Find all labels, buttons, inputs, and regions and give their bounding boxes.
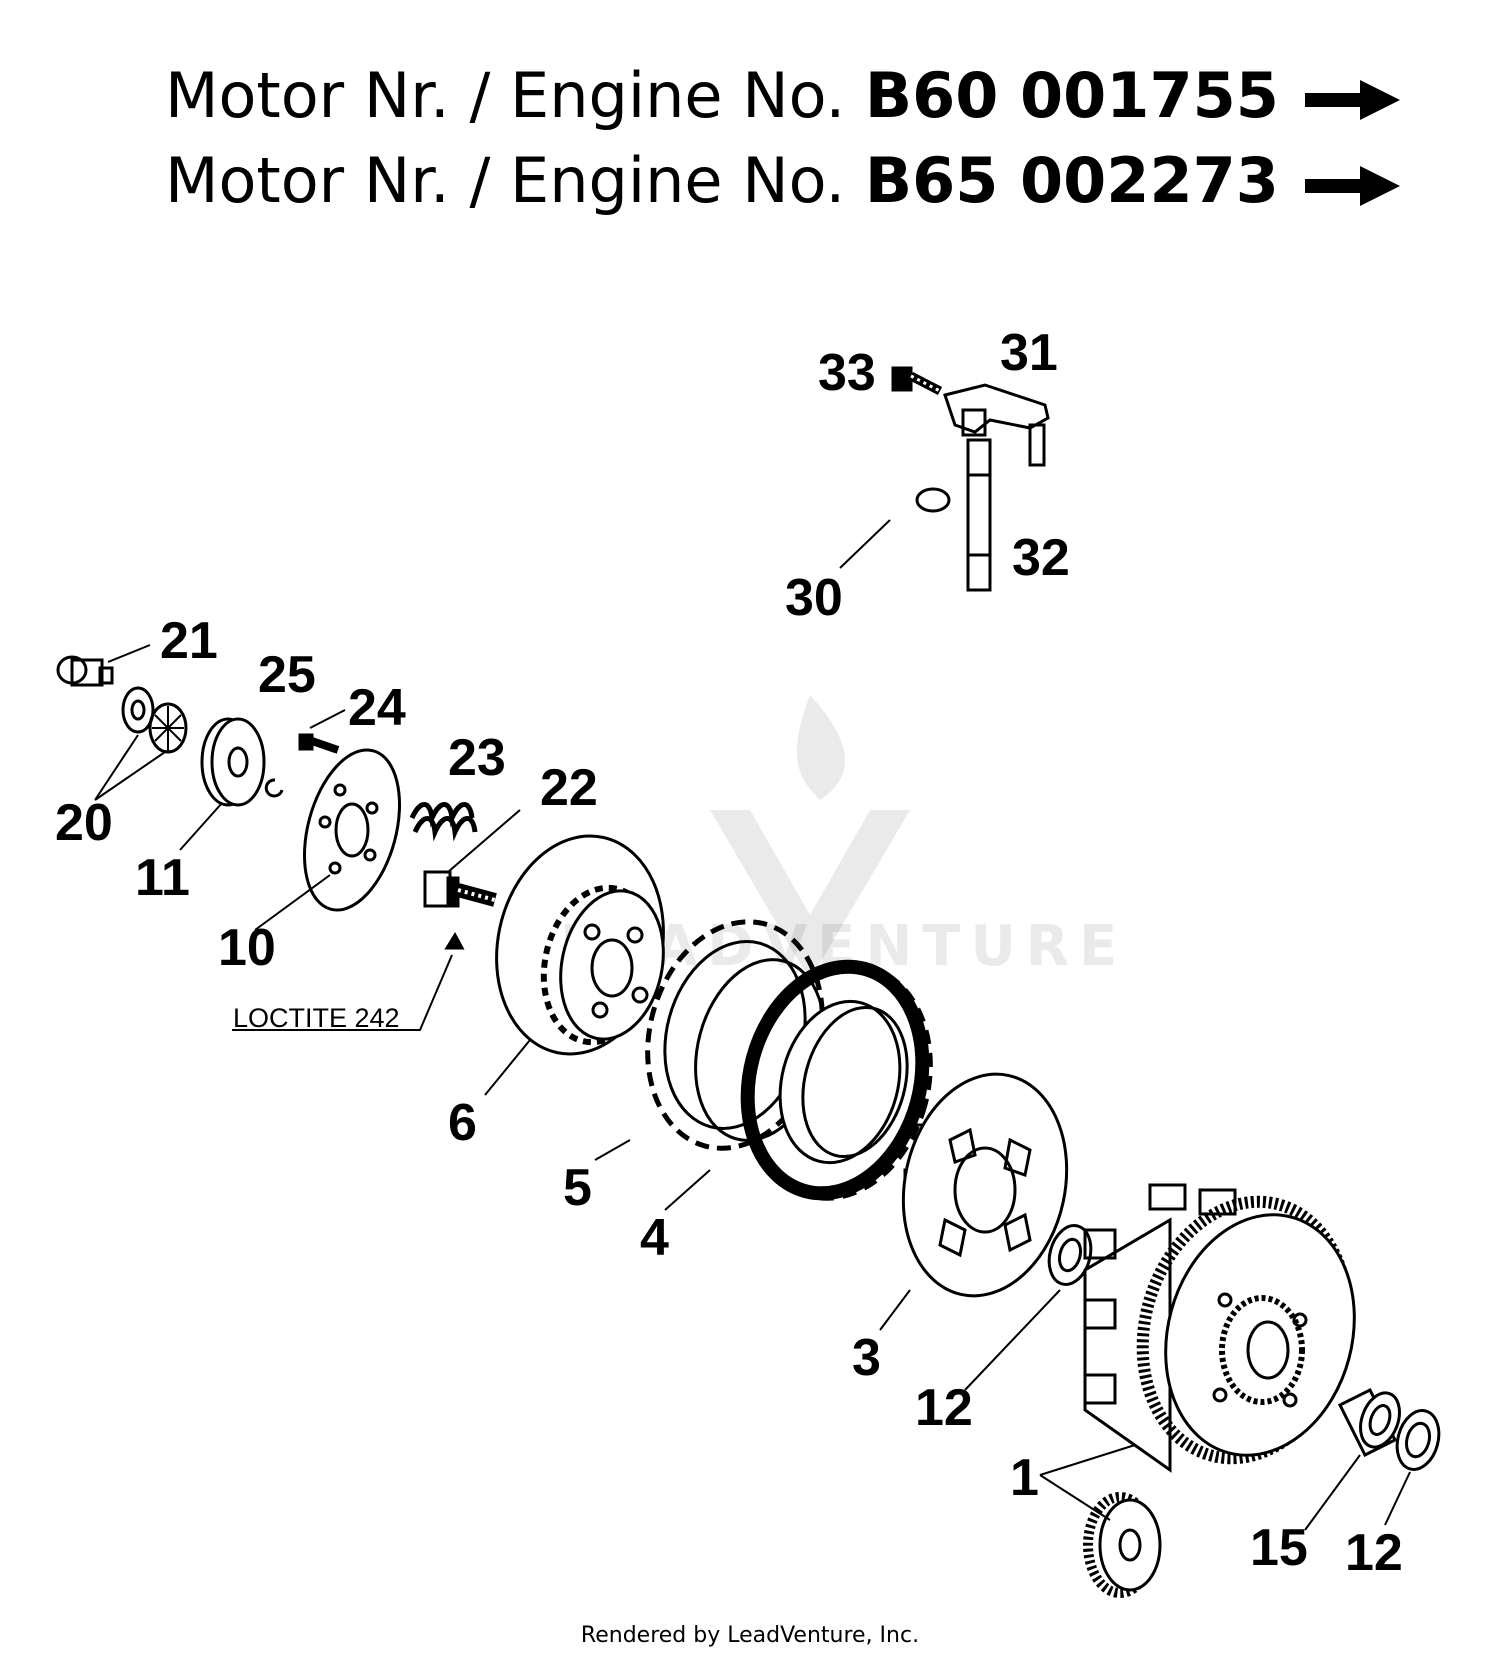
callout-10: 10: [218, 919, 276, 977]
part-31-lever: [943, 383, 1050, 467]
callout-21: 21: [160, 612, 218, 670]
right-arrow-icon: [1305, 80, 1400, 120]
callout-31: 31: [1000, 324, 1058, 382]
part-20-washers: [121, 686, 188, 754]
callout-1: 1: [1010, 1449, 1039, 1507]
callout-4: 4: [640, 1209, 669, 1267]
callout-3: 3: [852, 1329, 881, 1387]
engine-number-value: B65 002273: [864, 144, 1279, 217]
part-10-plate: [302, 748, 402, 912]
callout-11: 11: [135, 849, 190, 907]
callout-12-a: 12: [915, 1379, 973, 1437]
callout-20: 20: [55, 794, 113, 852]
part-22-bolt: [423, 870, 497, 908]
callout-22: 22: [540, 759, 598, 817]
loctite-annotation: LOCTITE 242: [233, 1003, 400, 1033]
part-33-bolt: [891, 366, 943, 395]
part-4-friction-discs: [740, 959, 933, 1201]
callout-6: 6: [448, 1094, 477, 1152]
part-24-bolt: [298, 733, 340, 754]
part-12-washer: [1047, 1224, 1093, 1286]
part-30-washer: [915, 487, 951, 513]
right-arrow-icon: [1305, 166, 1400, 206]
part-3-pressure-plate: [901, 1072, 1069, 1298]
callout-23: 23: [448, 729, 506, 787]
callout-24: 24: [348, 679, 406, 737]
part-15-bushing: [1337, 1387, 1401, 1458]
part-12-washer-b: [1395, 1409, 1441, 1471]
engine-number-line-1: Motor Nr. / Engine No. B60 001755: [165, 60, 1415, 132]
part-11-pressure-disc: [200, 717, 266, 807]
part-25-circlip: [264, 778, 284, 798]
part-32-shaft: [966, 438, 992, 592]
callout-25: 25: [258, 646, 316, 704]
engine-number-line-2: Motor Nr. / Engine No. B65 002273: [165, 145, 1415, 217]
callout-5: 5: [563, 1159, 592, 1217]
footer-credit: Rendered by LeadVenture, Inc.: [580, 1623, 920, 1648]
part-23-springs: [409, 802, 478, 842]
callout-32: 32: [1012, 529, 1070, 587]
part-21-screw: [56, 655, 114, 687]
callout-15: 15: [1250, 1519, 1308, 1577]
leadventure-watermark-logo: [710, 695, 910, 980]
callout-33: 33: [818, 344, 876, 402]
callout-12-b: 12: [1345, 1524, 1403, 1582]
callout-30: 30: [785, 569, 843, 627]
engine-number-prefix: Motor Nr. / Engine No.: [165, 144, 865, 217]
part-6-clutch-hub: [495, 834, 665, 1056]
part-1-clutch-basket: [1083, 1183, 1356, 1473]
engine-number-prefix: Motor Nr. / Engine No.: [165, 59, 865, 132]
part-1-primary-gear: [1083, 1492, 1162, 1598]
engine-number-value: B60 001755: [864, 59, 1279, 132]
